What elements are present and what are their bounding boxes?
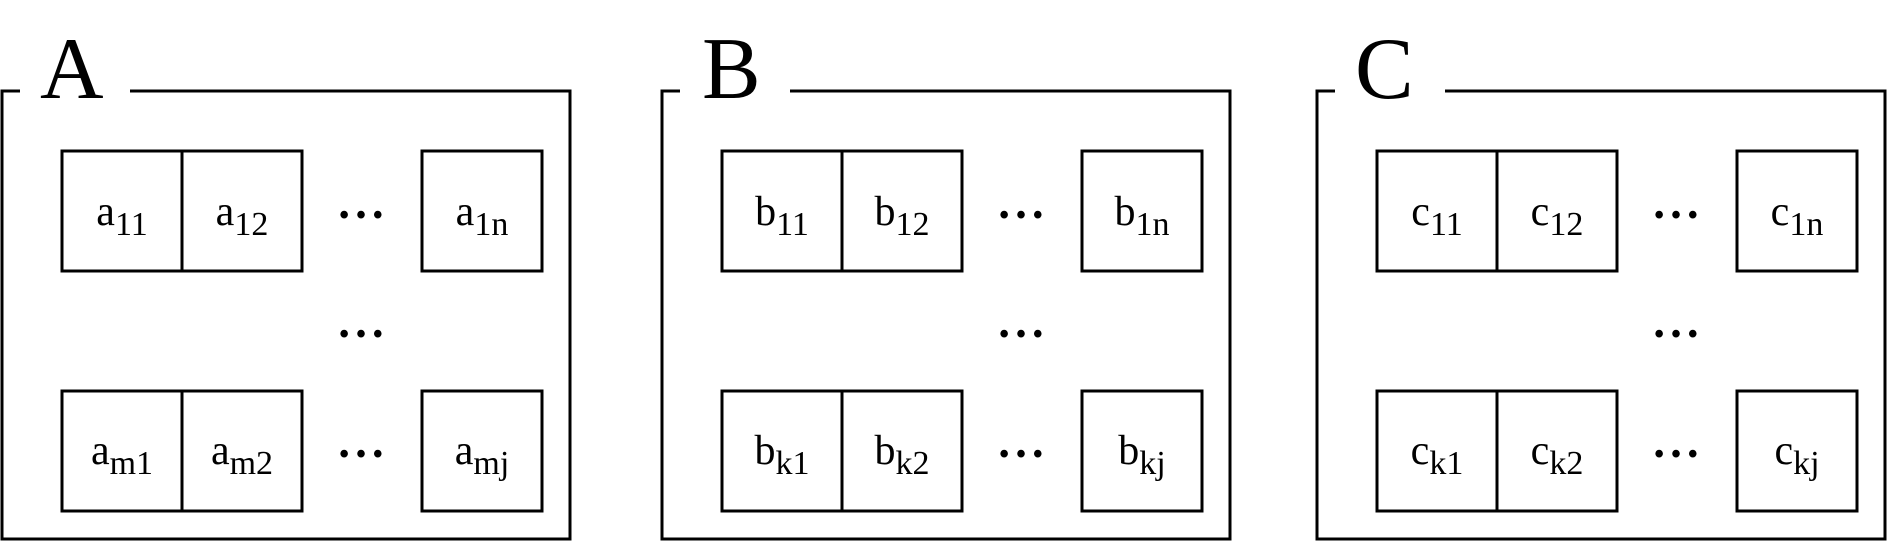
row-last: am1 am2 • • • amj xyxy=(60,389,544,513)
panel-a: A a11 a12 • • • a1n • • • am1 am2 • • • … xyxy=(0,21,572,541)
matrix-cell xyxy=(420,149,544,273)
cell-label: am2 xyxy=(211,428,273,482)
cell-label: b1n xyxy=(1115,189,1170,243)
matrix-cell xyxy=(840,389,964,513)
cell-label: bk1 xyxy=(755,428,810,482)
matrix-cell xyxy=(1735,389,1859,513)
matrix-cell xyxy=(1495,149,1619,273)
matrix-cell xyxy=(1375,389,1499,513)
row-first: a11 a12 • • • a1n xyxy=(60,149,544,273)
cell-label: amj xyxy=(455,428,510,482)
cell-label: ck2 xyxy=(1531,428,1584,482)
matrix-cell xyxy=(1735,149,1859,273)
matrix-cell xyxy=(720,149,844,273)
cell-label: c1n xyxy=(1771,189,1824,243)
cell-label: bk2 xyxy=(875,428,930,482)
matrix-cell xyxy=(180,149,304,273)
ellipsis-dots: • • • xyxy=(999,319,1042,350)
panel-frame xyxy=(0,89,572,541)
row-last: ck1 ck2 • • • ckj xyxy=(1375,389,1859,513)
panel-title: A xyxy=(40,21,104,118)
cell-label: b11 xyxy=(755,189,809,243)
matrix-cell xyxy=(840,149,964,273)
panel-title: B xyxy=(702,21,761,118)
cell-label: c12 xyxy=(1531,189,1584,243)
row-first: c11 c12 • • • c1n xyxy=(1375,149,1859,273)
matrix-cell xyxy=(180,389,304,513)
ellipsis-dots: • • • xyxy=(999,439,1042,470)
panel-c: C c11 c12 • • • c1n • • • ck1 ck2 • • • … xyxy=(1315,21,1887,541)
cell-label: ckj xyxy=(1774,428,1819,482)
matrix-cell xyxy=(1375,149,1499,273)
ellipsis-dots: • • • xyxy=(999,200,1042,231)
matrix-cell xyxy=(720,389,844,513)
matrix-cell xyxy=(1080,389,1204,513)
cell-label: ck1 xyxy=(1411,428,1464,482)
row-last: bk1 bk2 • • • bkj xyxy=(720,389,1204,513)
ellipsis-dots: • • • xyxy=(1654,200,1697,231)
cell-label: c11 xyxy=(1411,189,1462,243)
cell-label: b12 xyxy=(875,189,930,243)
cell-label: a12 xyxy=(216,189,269,243)
ellipsis-dots: • • • xyxy=(1654,439,1697,470)
cell-label: am1 xyxy=(91,428,153,482)
cell-label: bkj xyxy=(1118,428,1165,482)
matrix-cell xyxy=(1495,389,1619,513)
matrix-cell xyxy=(60,389,184,513)
row-first: b11 b12 • • • b1n xyxy=(720,149,1204,273)
matrix-cell xyxy=(1080,149,1204,273)
ellipsis-dots: • • • xyxy=(339,439,382,470)
ellipsis-dots: • • • xyxy=(1654,319,1697,350)
cell-label: a1n xyxy=(456,189,509,243)
panel-frame xyxy=(660,89,1232,541)
matrix-cell xyxy=(420,389,544,513)
panel-b: B b11 b12 • • • b1n • • • bk1 bk2 • • • … xyxy=(660,21,1232,541)
cell-label: a11 xyxy=(96,189,147,243)
ellipsis-dots: • • • xyxy=(339,319,382,350)
ellipsis-dots: • • • xyxy=(339,200,382,231)
panel-frame xyxy=(1315,89,1887,541)
panel-title: C xyxy=(1355,21,1414,118)
